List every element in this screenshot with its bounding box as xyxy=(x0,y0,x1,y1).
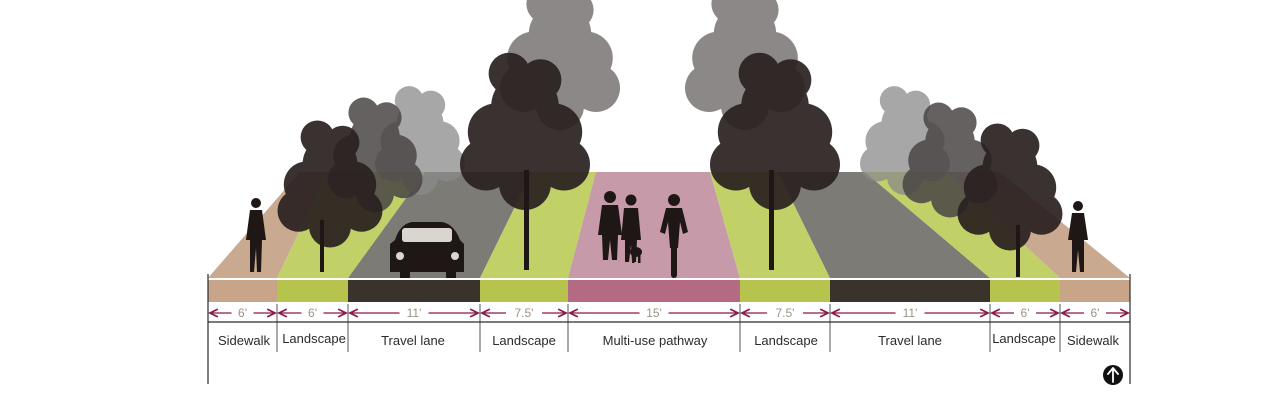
tree-silhouettes xyxy=(277,0,1063,277)
dimension-label-bg xyxy=(767,305,803,320)
pedestrian-right-icon xyxy=(1068,201,1088,272)
segment-label: Landscape xyxy=(754,333,818,348)
dimension-label: 11' xyxy=(903,306,918,320)
section-bar xyxy=(277,280,348,302)
dimension-label: 7.5' xyxy=(776,306,795,320)
section-bar xyxy=(208,280,277,302)
walking-family-icon xyxy=(598,191,642,263)
dimension-label-bg xyxy=(1014,305,1036,320)
section-bar xyxy=(830,280,990,302)
cyclist-icon xyxy=(660,194,688,278)
dimension-label-bg xyxy=(895,305,925,320)
section-bars xyxy=(208,280,1130,302)
dimension-label-bg xyxy=(301,305,324,320)
dimension-label-bg xyxy=(231,305,254,320)
segment-label: Landscape xyxy=(992,331,1056,346)
travel-lane-right-plane xyxy=(778,172,990,278)
dimension-label-bg xyxy=(506,305,542,320)
tree-trunk xyxy=(524,170,529,270)
section-bar xyxy=(480,280,568,302)
dimension-label-bg xyxy=(639,305,669,320)
segment-label: Travel lane xyxy=(381,333,445,348)
tree-trunk xyxy=(1016,225,1020,277)
north-arrow-icon xyxy=(1103,365,1123,385)
pedestrian-left-icon xyxy=(246,198,266,272)
car-icon xyxy=(390,222,464,278)
section-bar xyxy=(740,280,830,302)
landscape-left-2-plane xyxy=(480,172,596,278)
dimension-label: 7.5' xyxy=(515,306,534,320)
dimension-label: 15' xyxy=(646,306,662,320)
dimension-label: 6' xyxy=(238,306,247,320)
dimension-label: 11' xyxy=(407,306,422,320)
dimension-label: 6' xyxy=(1021,306,1030,320)
segment-label: Landscape xyxy=(282,331,346,346)
section-bar xyxy=(990,280,1060,302)
segment-label: Multi-use pathway xyxy=(603,333,708,348)
dimension-label: 6' xyxy=(1091,306,1100,320)
pathway-plane xyxy=(568,172,740,278)
dimension-label: 6' xyxy=(308,306,317,320)
section-bar xyxy=(348,280,480,302)
dimension-row: 6' 6' 11' 7.5' 15' 7.5' 11' 6' 6' xyxy=(210,305,1128,320)
segment-label: Sidewalk xyxy=(1067,333,1120,348)
dimension-label-bg xyxy=(399,305,429,320)
dimension-label-bg xyxy=(1084,305,1106,320)
section-bar xyxy=(568,280,740,302)
segment-label: Landscape xyxy=(492,333,556,348)
label-row: Sidewalk Landscape Travel lane Landscape Mul… xyxy=(218,304,1120,352)
section-bar xyxy=(1060,280,1130,302)
tree-trunk xyxy=(320,220,324,272)
tree-trunk xyxy=(769,170,774,270)
segment-label: Travel lane xyxy=(878,333,942,348)
segment-label: Sidewalk xyxy=(218,333,271,348)
